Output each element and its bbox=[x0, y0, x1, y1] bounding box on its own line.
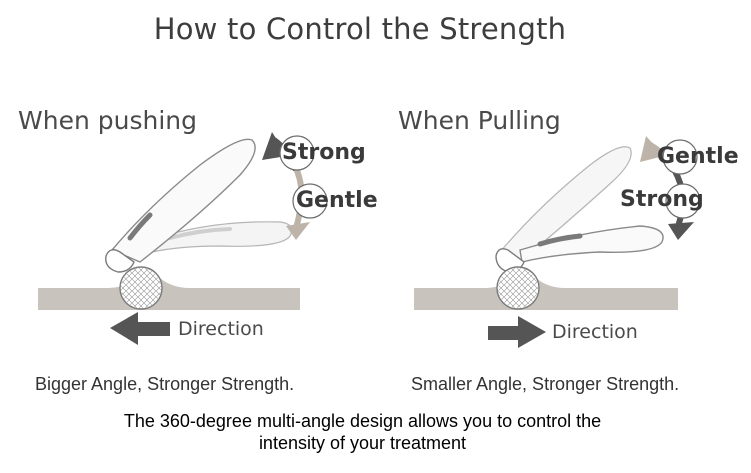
left-upper-label: Strong bbox=[282, 140, 366, 165]
left-panel-heading: When pushing bbox=[18, 106, 197, 135]
left-device-ghost bbox=[149, 221, 293, 253]
left-direction-label: Direction bbox=[178, 318, 264, 340]
right-lower-label: Strong bbox=[620, 187, 704, 212]
roller-ball-icon bbox=[119, 266, 163, 310]
footer-text: The 360-degree multi-angle design allows… bbox=[0, 410, 725, 454]
right-upper-label: Gentle bbox=[657, 144, 739, 169]
footer-line-2: intensity of your treatment bbox=[258, 433, 467, 453]
right-direction-label: Direction bbox=[552, 321, 638, 343]
right-caption: Smaller Angle, Stronger Strength. bbox=[411, 374, 680, 394]
left-caption: Bigger Angle, Stronger Strength. bbox=[35, 374, 295, 394]
direction-arrow-icon bbox=[110, 312, 170, 345]
left-lower-label: Gentle bbox=[296, 188, 378, 213]
footer-line-1: The 360-degree multi-angle design allows… bbox=[123, 411, 602, 431]
right-upper-badge-ring bbox=[662, 139, 698, 175]
right-skin-surface bbox=[414, 273, 678, 310]
left-lower-badge-ring bbox=[292, 183, 328, 219]
roller-ball-icon bbox=[496, 266, 540, 310]
page-title: How to Control the Strength bbox=[153, 12, 567, 46]
right-panel-heading: When Pulling bbox=[398, 106, 561, 135]
left-skin-surface bbox=[38, 273, 300, 310]
left-device bbox=[105, 138, 256, 273]
direction-arrow-icon bbox=[488, 316, 546, 348]
right-device-ghost bbox=[499, 146, 632, 263]
right-lower-badge-ring bbox=[665, 183, 701, 219]
left-upper-badge-ring bbox=[279, 135, 315, 171]
right-device bbox=[495, 225, 664, 273]
